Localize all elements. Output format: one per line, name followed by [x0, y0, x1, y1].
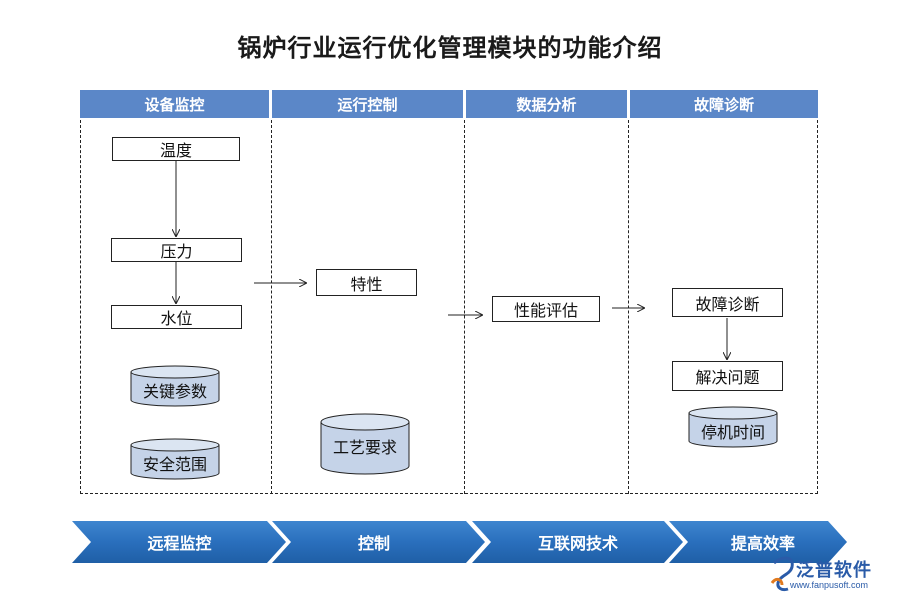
database-key-parameters: 关键参数	[130, 365, 220, 407]
database-icon	[130, 438, 220, 480]
module-frame	[80, 120, 818, 494]
node-fault-diagnosis: 故障诊断	[672, 288, 783, 317]
database-icon	[320, 413, 410, 475]
database-icon	[130, 365, 220, 407]
database-label: 停机时间	[700, 423, 765, 442]
column-header-device-monitoring: 设备监控	[80, 90, 269, 118]
node-characteristics: 特性	[316, 269, 417, 296]
chevron-step-icon	[472, 521, 683, 563]
step-internet-technology: 互联网技术	[537, 534, 618, 553]
node-problem-solving: 解决问题	[672, 361, 783, 391]
chevron-step-icon	[669, 521, 847, 563]
node-water-level: 水位	[111, 305, 242, 329]
database-label: 关键参数	[142, 382, 207, 401]
node-performance-evaluation: 性能评估	[492, 296, 600, 322]
step-remote-monitoring: 远程监控	[147, 534, 212, 553]
node-temperature: 温度	[112, 137, 240, 161]
column-header-data-analysis: 数据分析	[466, 90, 627, 118]
database-process-requirements: 工艺要求	[320, 413, 410, 475]
column-divider	[464, 120, 465, 494]
database-label: 安全范围	[142, 455, 207, 474]
column-header-operation-control: 运行控制	[272, 90, 463, 118]
database-downtime: 停机时间	[688, 406, 778, 448]
logo-name: 泛普软件	[796, 560, 872, 581]
chevron-step-icon	[272, 521, 485, 563]
diagram-title: 锅炉行业运行优化管理模块的功能介绍	[237, 33, 663, 62]
database-safety-range: 安全范围	[130, 438, 220, 480]
step-improve-efficiency: 提高效率	[730, 534, 795, 553]
column-divider	[271, 120, 272, 494]
node-pressure: 压力	[111, 238, 242, 262]
database-label: 工艺要求	[332, 438, 397, 457]
chevron-step-icon	[72, 521, 286, 563]
column-header-fault-diagnosis: 故障诊断	[630, 90, 818, 118]
database-icon	[688, 406, 778, 448]
logo-url: www.fanpusoft.com	[790, 580, 869, 590]
fanpu-logo-icon	[770, 556, 794, 592]
step-control: 控制	[357, 534, 390, 553]
column-divider	[628, 120, 629, 494]
